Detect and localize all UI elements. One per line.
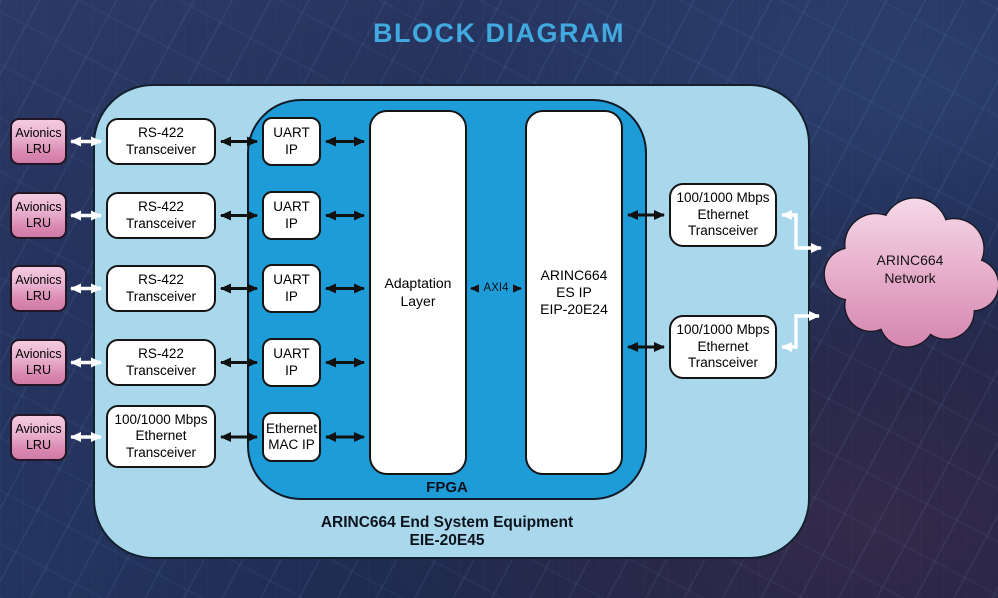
rs422-transceiver-3: RS-422 Transceiver <box>106 265 216 312</box>
uart-ip-1: UART IP <box>262 117 321 166</box>
avionics-lru-2: Avionics LRU <box>10 192 67 239</box>
arinc664-es-ip-label: ARINC664 ES IP EIP-20E24 <box>540 266 608 318</box>
uart-ip-3: UART IP <box>262 264 321 313</box>
avionics-lru-5-label: Avionics LRU <box>15 422 62 452</box>
uart-ip-3-label: UART IP <box>273 272 310 304</box>
equipment-label-line2: EIE-20E45 <box>409 532 485 550</box>
ethernet-mac-ip: Ethernet MAC IP <box>262 412 321 462</box>
rs422-transceiver-4: RS-422 Transceiver <box>106 339 216 386</box>
uart-ip-2: UART IP <box>262 191 321 240</box>
ethernet-transceiver-right-1: 100/1000 Mbps Ethernet Transceiver <box>669 183 777 247</box>
adaptation-layer-label: Adaptation Layer <box>384 275 452 309</box>
fpga-label: FPGA <box>426 479 468 496</box>
arinc664-network-cloud <box>823 197 998 348</box>
ethernet-transceiver-left: 100/1000 Mbps Ethernet Transceiver <box>106 405 216 468</box>
avionics-lru-2-label: Avionics LRU <box>15 200 62 230</box>
ethernet-transceiver-right-1-label: 100/1000 Mbps Ethernet Transceiver <box>676 190 770 239</box>
rs422-transceiver-1: RS-422 Transceiver <box>106 118 216 165</box>
ethernet-transceiver-right-2: 100/1000 Mbps Ethernet Transceiver <box>669 315 777 379</box>
equipment-label: ARINC664 End System Equipment EIE-20E45 <box>197 514 697 551</box>
avionics-lru-1: Avionics LRU <box>10 118 67 165</box>
axi4-bus-label: AXI4 <box>479 280 513 296</box>
avionics-lru-1-label: Avionics LRU <box>15 126 62 156</box>
page-title: BLOCK DIAGRAM <box>373 18 625 48</box>
equipment-label-line1: ARINC664 End System Equipment <box>320 514 574 531</box>
ethernet-transceiver-left-label: 100/1000 Mbps Ethernet Transceiver <box>114 411 208 460</box>
uart-ip-4: UART IP <box>262 338 321 387</box>
avionics-lru-5: Avionics LRU <box>10 414 67 461</box>
rs422-transceiver-3-label: RS-422 Transceiver <box>125 272 197 304</box>
avionics-lru-4-label: Avionics LRU <box>15 347 62 377</box>
avionics-lru-4: Avionics LRU <box>10 339 67 386</box>
avionics-lru-3: Avionics LRU <box>10 265 67 312</box>
adaptation-layer-block: Adaptation Layer <box>369 110 467 475</box>
ethernet-mac-ip-label: Ethernet MAC IP <box>265 420 318 452</box>
rs422-transceiver-4-label: RS-422 Transceiver <box>125 346 197 378</box>
rs422-transceiver-1-label: RS-422 Transceiver <box>125 125 197 157</box>
rs422-transceiver-2-label: RS-422 Transceiver <box>125 199 197 231</box>
cloud-fill <box>824 198 998 347</box>
uart-ip-1-label: UART IP <box>273 125 310 157</box>
rs422-transceiver-2: RS-422 Transceiver <box>106 192 216 239</box>
uart-ip-4-label: UART IP <box>273 346 310 378</box>
ethernet-transceiver-right-2-label: 100/1000 Mbps Ethernet Transceiver <box>676 322 770 371</box>
avionics-lru-3-label: Avionics LRU <box>15 273 62 303</box>
arinc664-network-label: ARINC664 Network <box>876 252 944 287</box>
uart-ip-2-label: UART IP <box>273 199 310 231</box>
arinc664-es-ip-block: ARINC664 ES IP EIP-20E24 <box>525 110 623 475</box>
